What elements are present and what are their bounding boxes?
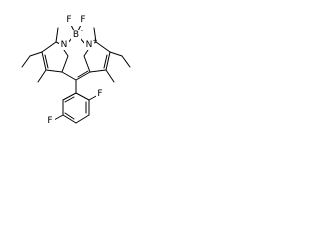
- atom-labels: F F B - N N + F F: [46, 15, 105, 126]
- boron-label: B: [73, 30, 79, 40]
- bond: [83, 55, 91, 73]
- bond: [105, 69, 115, 83]
- bond: [44, 54, 49, 69]
- bond: [55, 27, 59, 43]
- bond: [61, 55, 69, 73]
- bond: [89, 69, 107, 73]
- bond: [62, 92, 77, 101]
- bond: [121, 55, 131, 68]
- nitrogen-label-left: N: [61, 40, 68, 50]
- bond: [21, 55, 31, 68]
- bond: [109, 51, 123, 57]
- bond: [29, 51, 43, 57]
- fluorine-label-para: F: [47, 116, 52, 126]
- bodipy-structure-diagram: F F B - N N + F F: [21, 15, 131, 126]
- bond: [41, 41, 57, 53]
- bond: [77, 70, 89, 78]
- bond: [62, 114, 77, 124]
- fluorine-label-left: F: [66, 15, 71, 25]
- bond: [75, 92, 90, 101]
- nitrogen-charge-label: +: [92, 38, 97, 45]
- nitrogen-label-right: N: [86, 40, 93, 50]
- bond: [64, 96, 75, 103]
- bond: [41, 51, 47, 71]
- bond: [61, 71, 77, 81]
- bond: [64, 112, 75, 120]
- bond: [95, 41, 111, 53]
- bond: [75, 114, 90, 124]
- structure-canvas: F F B - N N + F F: [0, 0, 152, 152]
- fluorine-label-right: F: [80, 15, 85, 25]
- bond: [75, 71, 91, 81]
- bond: [93, 27, 97, 43]
- bond: [53, 114, 64, 121]
- fluorine-label-ortho: F: [97, 89, 102, 99]
- bond: [103, 54, 108, 69]
- bond: [105, 51, 111, 71]
- boron-charge-label: -: [81, 28, 83, 35]
- bond: [37, 69, 47, 83]
- bond: [45, 69, 63, 73]
